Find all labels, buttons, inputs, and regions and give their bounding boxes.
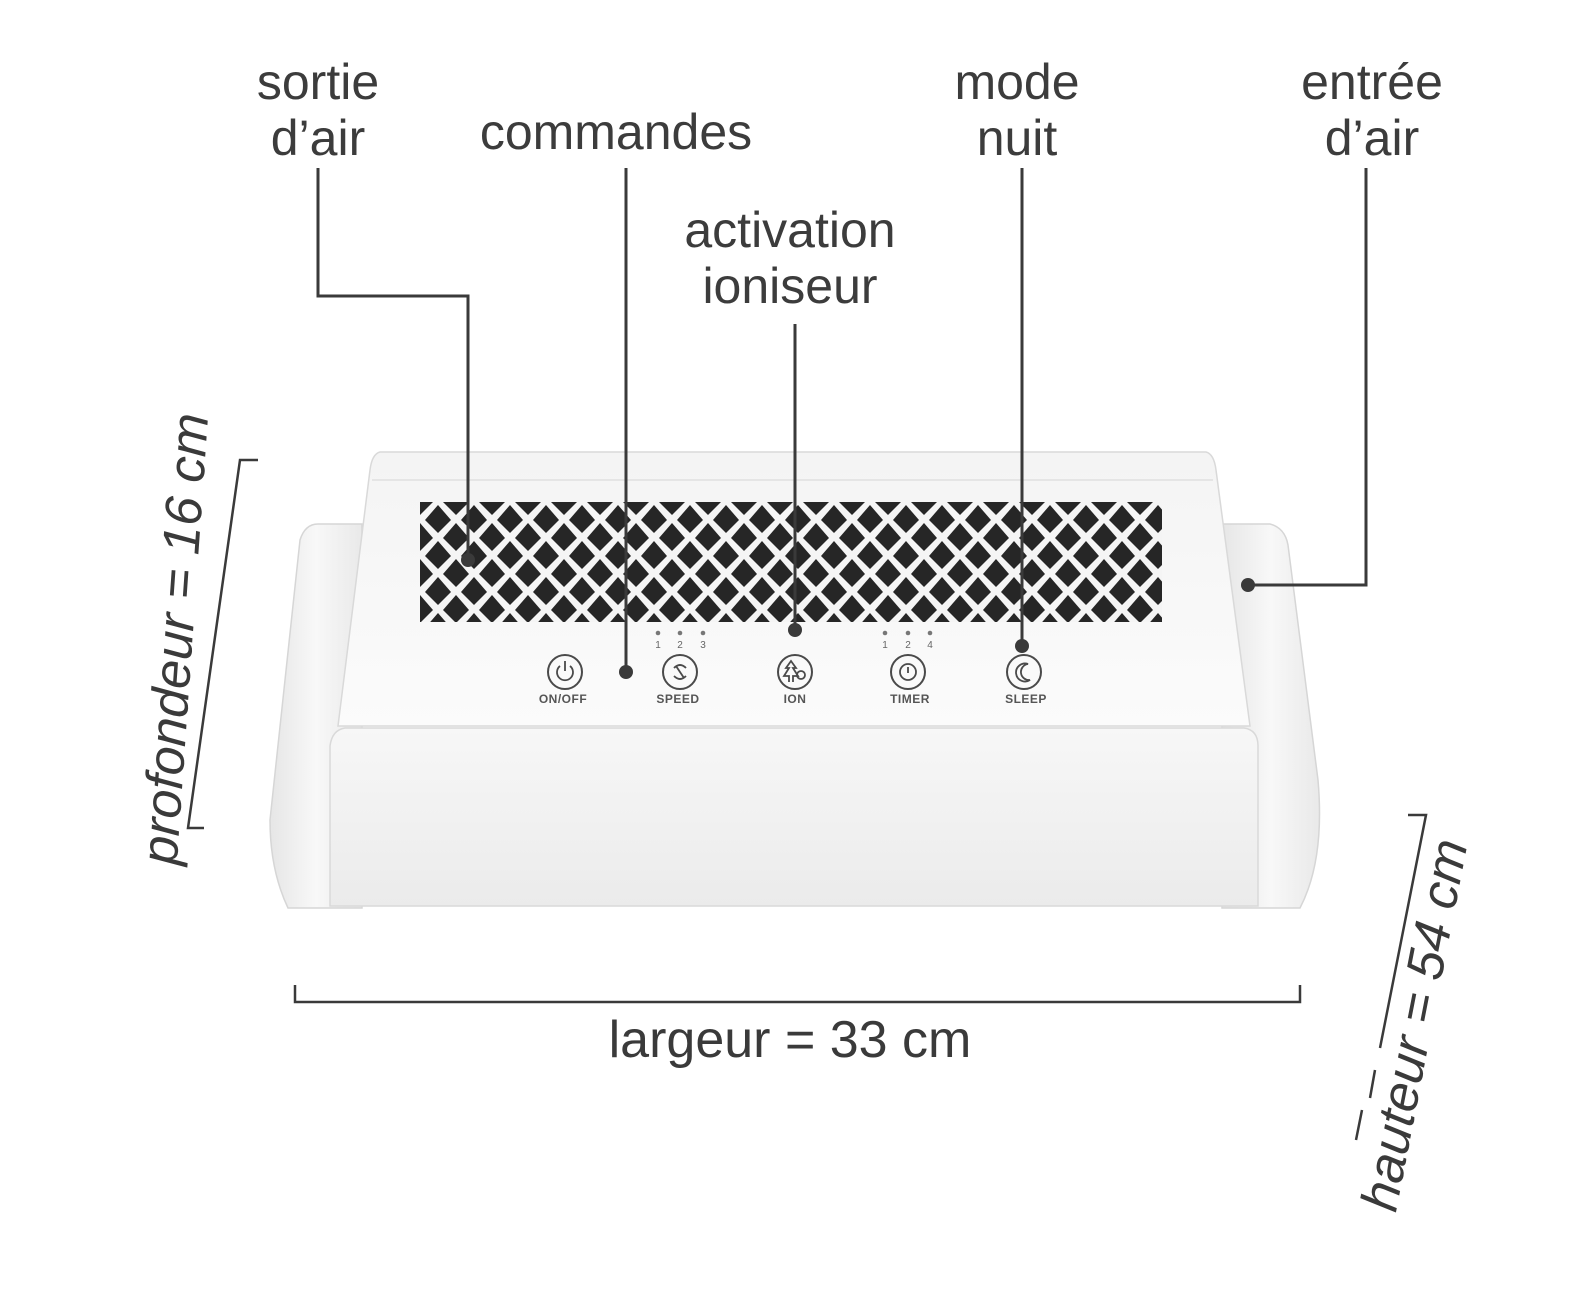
power-icon	[547, 654, 583, 690]
speed-level-1: 1	[655, 640, 661, 651]
ionizer-line-1: activation	[684, 202, 896, 258]
dimension-lines	[186, 458, 1428, 1141]
timer-label: TIMER	[890, 692, 930, 706]
fan-symbol	[673, 664, 687, 680]
air-inlet-line-1: entrée	[1301, 54, 1443, 110]
width-bracket	[293, 985, 1302, 1004]
width-label: largeur = 33 cm	[608, 1011, 972, 1069]
speed-level-2: 2	[677, 640, 683, 651]
sleep-label: SLEEP	[1005, 692, 1047, 706]
ion-label: ION	[783, 692, 807, 706]
controls-label: commandes	[479, 104, 753, 160]
air-outlet-leader	[316, 168, 470, 558]
speed-level-3: 3	[700, 640, 706, 651]
air-inlet-line-2: d’air	[1324, 110, 1420, 166]
timer-level-4: 4	[927, 640, 933, 651]
moon-symbol	[1015, 662, 1031, 683]
night-mode-label: mode nuit	[917, 54, 1117, 166]
air-outlet-grille	[420, 502, 1162, 622]
air-inlet-label: entrée d’air	[1262, 54, 1482, 166]
power-symbol	[556, 665, 574, 682]
ionizer-line-2: ioniseur	[702, 258, 878, 314]
on-off-label: ON/OFF	[538, 692, 588, 706]
control-buttons	[547, 654, 1042, 690]
air-outlet-label: sortie d’air	[218, 54, 418, 166]
front-body	[329, 727, 1259, 907]
air-outlet-line-1: sortie	[256, 54, 380, 110]
night-mode-line-2: nuit	[976, 110, 1058, 166]
speed-label: SPEED	[656, 692, 700, 706]
leader-lines	[316, 168, 1368, 670]
height-bracket	[1378, 813, 1428, 1049]
night-mode-line-1: mode	[954, 54, 1080, 110]
air-inlet-leader	[1248, 168, 1368, 587]
timer-symbol	[899, 663, 917, 681]
timer-level-1: 1	[882, 640, 888, 651]
air-outlet-line-2: d’air	[270, 110, 366, 166]
timer-level-2: 2	[905, 640, 911, 651]
ionizer-label: activation ioniseur	[640, 202, 940, 314]
depth-bracket	[186, 458, 258, 830]
